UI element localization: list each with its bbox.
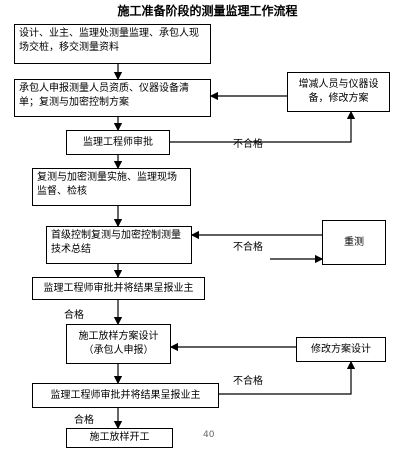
side-resurvey-text: 重测	[344, 236, 364, 248]
step-engineer-approval-report-1-text: 监理工程师审批并将结果呈报业主	[43, 282, 194, 294]
label-pass-1: 合格	[64, 310, 84, 321]
step-control-survey-summary-text: 首级控制复测与加密控制测量技术总结	[51, 230, 181, 255]
step-engineer-approval-report-1: 监理工程师审批并将结果呈报业主	[32, 277, 205, 300]
step-engineer-approval-report-2-text: 监理工程师审批并将结果呈报业主	[50, 389, 201, 401]
label-fail-3: 不合格	[233, 376, 263, 387]
page-title: 施工准备阶段的测量监理工作流程	[117, 4, 298, 18]
side-adjust-staff-equipment-text: 增减人员与仪器设备，修改方案	[298, 79, 379, 104]
side-revise-plan-design: 修改方案设计	[296, 337, 386, 362]
label-fail-2: 不合格	[233, 242, 263, 253]
loop3-fail-path	[219, 360, 356, 395]
step-layout-start-text: 施工放样开工	[89, 432, 150, 443]
loop1-fail-path	[170, 110, 356, 143]
step-layout-start: 施工放样开工	[66, 428, 173, 448]
step-layout-plan-design-line1: 施工放样方案设计	[78, 331, 159, 342]
step-layout-plan-design: 施工放样方案设计 （承包人申报）	[66, 324, 171, 364]
step-joint-survey-handover-text: 设计、业主、监理处测量监理、承包人现场交桩，移交测量资料	[19, 28, 199, 53]
side-resurvey: 重测	[322, 220, 386, 265]
label-pass-2: 合格	[74, 415, 94, 426]
step-resurvey-implementation: 复测与加密测量实施、监理现场监督、检核	[32, 168, 191, 206]
step-control-survey-summary: 首级控制复测与加密控制测量技术总结	[46, 226, 192, 264]
label-fail-1: 不合格	[233, 139, 263, 150]
step-engineer-approval-1: 监理工程师审批	[66, 130, 170, 155]
step-resurvey-implementation-text: 复测与加密测量实施、监理现场监督、检核	[37, 172, 177, 197]
page-number: 40	[203, 430, 215, 440]
step-engineer-approval-1-text: 监理工程师审批	[83, 136, 153, 148]
step-engineer-approval-report-2: 监理工程师审批并将结果呈报业主	[32, 383, 219, 408]
side-revise-plan-design-text: 修改方案设计	[311, 343, 371, 355]
step-layout-plan-design-line2: （承包人申报）	[83, 345, 154, 356]
step-contractor-submission-text: 承包人申报测量人员资质、仪器设备清单；复测与加密控制方案	[19, 83, 189, 108]
step-joint-survey-handover: 设计、业主、监理处测量监理、承包人现场交桩，移交测量资料	[14, 24, 211, 64]
step-contractor-submission: 承包人申报测量人员资质、仪器设备清单；复测与加密控制方案	[14, 79, 211, 117]
side-adjust-staff-equipment: 增减人员与仪器设备，修改方案	[287, 72, 390, 112]
